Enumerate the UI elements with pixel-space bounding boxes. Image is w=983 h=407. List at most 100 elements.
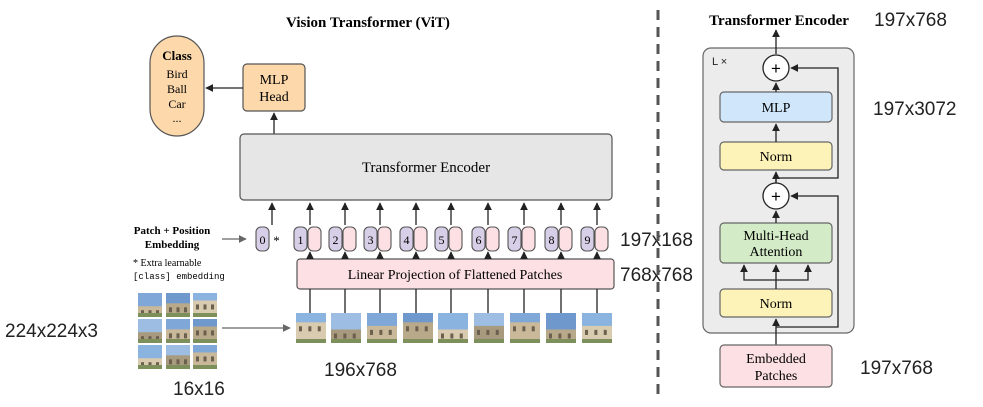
token-0: 0* (255, 226, 283, 252)
position-embedding-pill (328, 226, 343, 252)
transformer-encoder-label: Transformer Encoder (362, 160, 490, 176)
position-embedding-pill (434, 226, 449, 252)
dim-projection: 768x768 (620, 265, 693, 286)
flattened-patch-thumb (546, 313, 576, 343)
class-item-bird: Bird (166, 67, 187, 81)
token-8: 8 (544, 226, 573, 252)
repeat-label: L × (712, 56, 727, 68)
encoder-norm-bottom-box: Norm (719, 288, 833, 318)
position-index-label: 0 (260, 233, 266, 247)
encoder-mlp-label: MLP (762, 101, 791, 116)
class-item-car: Car (168, 97, 185, 111)
projection-up-arrows (306, 251, 601, 260)
token-4: 4 (399, 226, 428, 252)
flattened-patch-thumb (474, 313, 504, 343)
flattened-patch-thumb (296, 313, 326, 343)
patch-embedding-pill (448, 226, 463, 252)
attention-label-2: Attention (750, 245, 803, 260)
position-embedding-pill (580, 226, 595, 252)
class-item-ellipsis: ... (173, 111, 182, 125)
position-embedding-pill (544, 226, 559, 252)
linear-projection-label: Linear Projection of Flattened Patches (348, 268, 563, 283)
token-2: 2 (328, 226, 357, 252)
position-index-label: 6 (476, 233, 482, 247)
extra-note-2: [class] embedding (133, 272, 225, 282)
class-output-box: Class Bird Ball Car ... (149, 35, 205, 137)
dim-embedded: 197x768 (860, 358, 933, 379)
flattened-patch-thumb (582, 313, 612, 343)
dim-image: 224x224x3 (5, 321, 98, 342)
embedded-patches-line1: Embedded (746, 352, 806, 367)
image-patch-thumb (166, 345, 190, 369)
mlp-head-box: MLP Head (242, 63, 306, 112)
flattened-patch-thumb (403, 313, 433, 343)
token-1: 1 (293, 226, 322, 252)
encoder-norm-top-label: Norm (760, 150, 793, 165)
token-up-arrows (268, 202, 601, 225)
dim-mlp-hidden: 197x3072 (873, 99, 956, 120)
image-patch-thumb (166, 293, 190, 317)
residual-skip-top (775, 64, 839, 183)
mlp-head-line1: MLP (260, 73, 289, 88)
dim-patch-size: 16x16 (173, 379, 225, 400)
class-token-pill (270, 227, 283, 251)
multi-head-attention-box: Multi-Head Attention (719, 222, 833, 264)
residual-add-top: + (762, 54, 790, 82)
patch-embedding-pill (307, 226, 322, 252)
patch-embedding-pill (342, 226, 357, 252)
patch-embedding-pill (485, 226, 500, 252)
mlp-head-line2: Head (259, 90, 289, 105)
image-patch-thumb (193, 345, 217, 369)
encoder-detail-title: Transformer Encoder (709, 13, 849, 29)
position-embedding-pill (255, 226, 270, 252)
patch-position-label-1: Patch + Position (134, 225, 211, 237)
encoder-mlp-box: MLP (719, 91, 833, 123)
patch-embedding-pill (521, 226, 536, 252)
dim-tokens: 197x168 (620, 230, 693, 251)
linear-projection-box: Linear Projection of Flattened Patches (296, 258, 615, 290)
position-index-label: 4 (404, 233, 410, 247)
plus-top-label: + (771, 59, 781, 78)
class-title: Class (162, 48, 192, 63)
token-6: 6 (471, 226, 500, 252)
position-index-label: 7 (512, 233, 518, 247)
token-5: 5 (434, 226, 463, 252)
patch-embedding-pill (594, 226, 609, 252)
plus-middle-label: + (771, 187, 781, 206)
position-index-label: 5 (439, 233, 445, 247)
input-image-grid (138, 293, 217, 369)
image-patch-thumb (193, 293, 217, 317)
token-7: 7 (507, 226, 536, 252)
class-item-ball: Ball (167, 82, 188, 96)
flattened-patch-thumb (331, 313, 361, 343)
image-patch-thumb (193, 319, 217, 343)
patch-to-projection-lines (309, 289, 598, 313)
dim-encoder-out: 197x768 (874, 10, 947, 31)
position-index-label: 8 (549, 233, 555, 247)
dim-patches: 196x768 (324, 360, 397, 381)
encoder-norm-top-box: Norm (719, 141, 833, 171)
patch-embedding-pill (558, 226, 573, 252)
position-index-label: 2 (333, 233, 339, 247)
embedded-patches-box: Embedded Patches (719, 344, 833, 388)
token-3: 3 (363, 226, 392, 252)
extra-note-1: * Extra learnable (133, 258, 202, 269)
flattened-patch-row (296, 313, 612, 343)
patch-embedding-pill (413, 226, 428, 252)
token-9: 9 (580, 226, 609, 252)
flattened-patch-thumb (510, 313, 540, 343)
position-embedding-pill (293, 226, 308, 252)
position-embedding-pill (507, 226, 522, 252)
class-token-marker: * (273, 233, 280, 248)
flattened-patch-thumb (367, 313, 397, 343)
embedded-patches-line2: Patches (755, 369, 798, 384)
image-patch-thumb (138, 319, 162, 343)
residual-skip-bottom (776, 192, 839, 328)
position-index-label: 9 (585, 233, 591, 247)
encoder-norm-bottom-label: Norm (760, 297, 793, 312)
patch-embedding-pill (377, 226, 392, 252)
position-index-label: 3 (368, 233, 374, 247)
position-embedding-pill (363, 226, 378, 252)
